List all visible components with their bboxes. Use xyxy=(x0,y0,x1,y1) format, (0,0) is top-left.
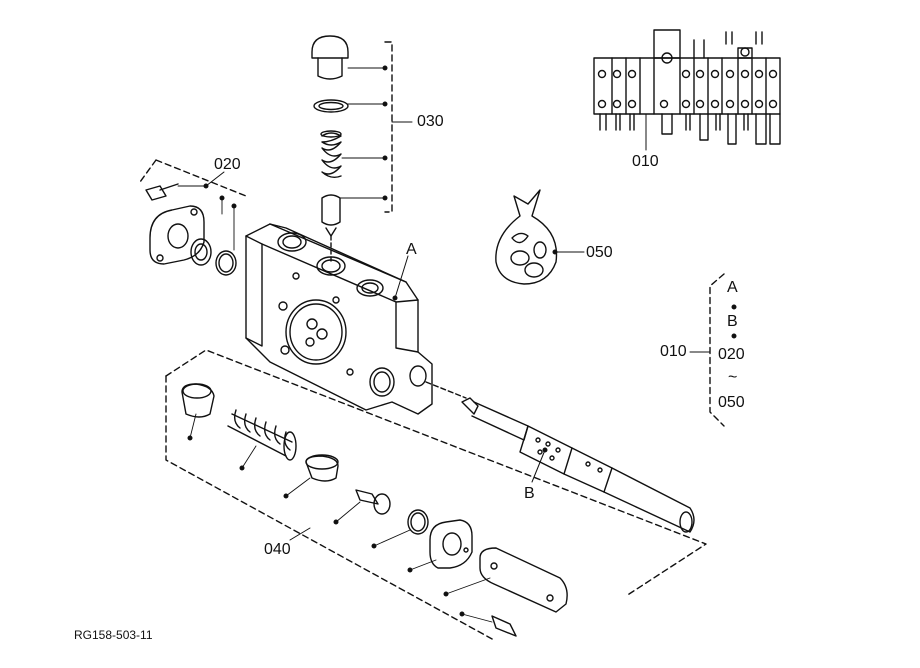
legend-050: 050 xyxy=(718,394,745,411)
callout-B: B xyxy=(524,485,535,502)
valve-stack-schematic-010 xyxy=(593,29,781,151)
legend-020: 020 xyxy=(718,346,745,363)
legend-B: B xyxy=(727,313,738,330)
part-040-assembly xyxy=(165,349,707,641)
spool-B xyxy=(461,397,695,533)
callout-020: 020 xyxy=(214,156,241,173)
callout-A: A xyxy=(406,241,417,258)
drawing-number: RG158-503-11 xyxy=(74,628,153,642)
seal-kit-bag-050 xyxy=(495,189,585,285)
valve-body-A xyxy=(245,223,467,415)
callout-030: 030 xyxy=(417,113,444,130)
callout-040: 040 xyxy=(264,541,291,558)
callout-050: 050 xyxy=(586,244,613,261)
port-circles xyxy=(597,69,778,109)
part-020-assembly xyxy=(139,159,247,276)
legend-tilde: ~ xyxy=(728,369,738,386)
callout-010-top: 010 xyxy=(632,153,659,170)
part-030-assembly xyxy=(311,35,413,263)
legend-bracket xyxy=(689,273,737,427)
legend-010: 010 xyxy=(660,343,687,360)
legend-A: A xyxy=(727,279,738,296)
